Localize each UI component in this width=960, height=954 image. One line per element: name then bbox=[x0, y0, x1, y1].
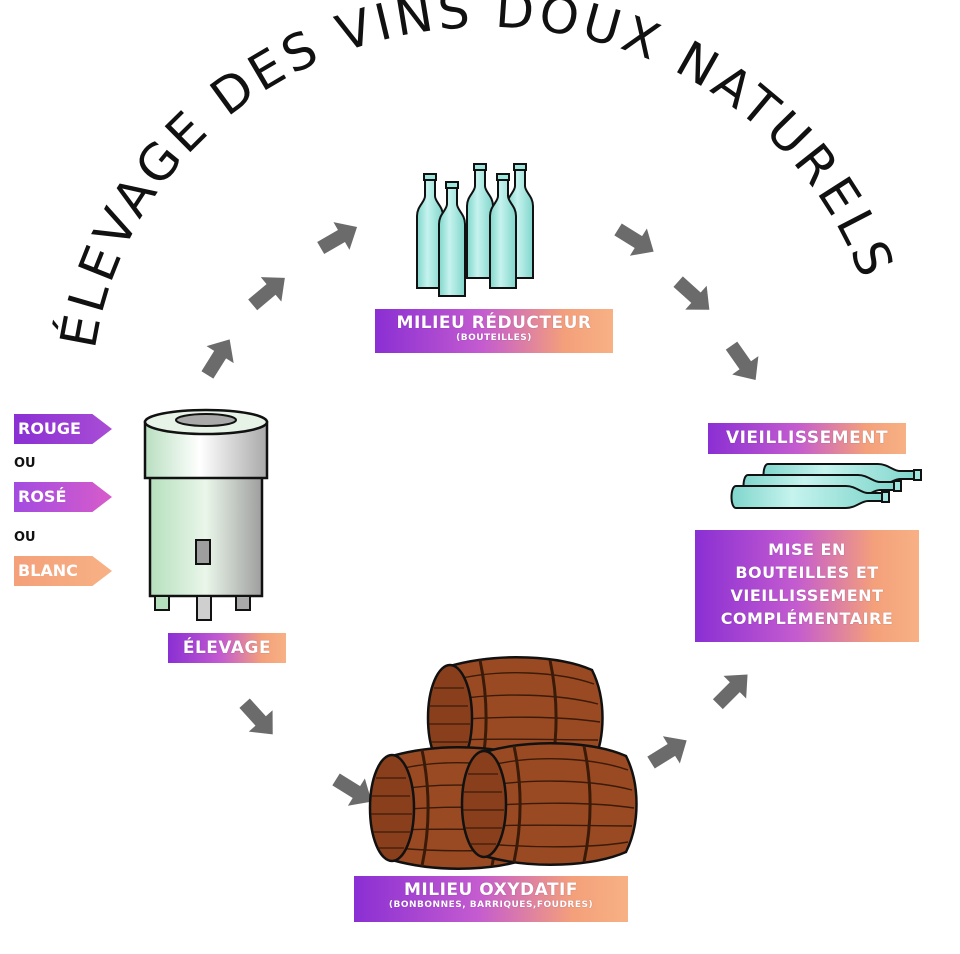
mise-line-4: COMPLÉMENTAIRE bbox=[720, 609, 894, 628]
oxydatif-label-box: MILIEU OXYDATIF (BONBONNES, BARRIQUES,FO… bbox=[354, 876, 628, 922]
elevage-label: ÉLEVAGE bbox=[182, 638, 272, 658]
or-label-1: OU bbox=[14, 456, 36, 471]
arrow-3 bbox=[312, 213, 366, 262]
arrow-1 bbox=[193, 330, 244, 384]
arrow-6 bbox=[718, 336, 769, 390]
vieillissement-label-box: VIEILLISSEMENT bbox=[708, 423, 906, 454]
bottles-group bbox=[416, 163, 534, 297]
input-rouge-arrow: ROUGE bbox=[14, 414, 112, 444]
oxydatif-label: MILIEU OXYDATIF bbox=[404, 880, 578, 900]
vieillissement-label: VIEILLISSEMENT bbox=[725, 428, 889, 448]
arrow-9 bbox=[642, 726, 696, 777]
elevage-label-box: ÉLEVAGE bbox=[168, 633, 286, 663]
mise-line-2: BOUTEILLES ET bbox=[735, 563, 879, 582]
reducteur-label-box: MILIEU RÉDUCTEUR (BOUTEILLES) bbox=[375, 309, 613, 353]
oxydatif-sublabel: (BONBONNES, BARRIQUES,FOUDRES) bbox=[388, 900, 594, 910]
or-label-2: OU bbox=[14, 530, 36, 545]
tank-icon bbox=[143, 408, 269, 621]
input-blanc-label: BLANC bbox=[18, 561, 78, 580]
arrow-4 bbox=[609, 215, 663, 266]
mise-line-3: VIEILLISSEMENT bbox=[730, 586, 884, 605]
barrels-group bbox=[368, 655, 638, 871]
reducteur-label: MILIEU RÉDUCTEUR bbox=[396, 313, 592, 333]
input-rouge-label: ROUGE bbox=[18, 419, 81, 438]
input-rose-arrow: ROSÉ bbox=[14, 482, 112, 512]
input-rose-label: ROSÉ bbox=[18, 487, 67, 506]
mise-line-1: MISE EN bbox=[768, 540, 846, 559]
arrow-10 bbox=[706, 663, 759, 716]
barrel-right bbox=[460, 741, 638, 867]
input-blanc-arrow: BLANC bbox=[14, 556, 112, 586]
bottle-4 bbox=[438, 181, 466, 297]
arrow-2 bbox=[242, 265, 296, 318]
arrow-5 bbox=[667, 269, 721, 322]
lying-bottles-group bbox=[730, 463, 922, 509]
reducteur-sublabel: (BOUTEILLES) bbox=[456, 333, 532, 343]
mise-en-bouteilles-label-box: MISE EN BOUTEILLES ET VIEILLISSEMENT COM… bbox=[695, 530, 919, 642]
arrow-7 bbox=[232, 692, 285, 746]
